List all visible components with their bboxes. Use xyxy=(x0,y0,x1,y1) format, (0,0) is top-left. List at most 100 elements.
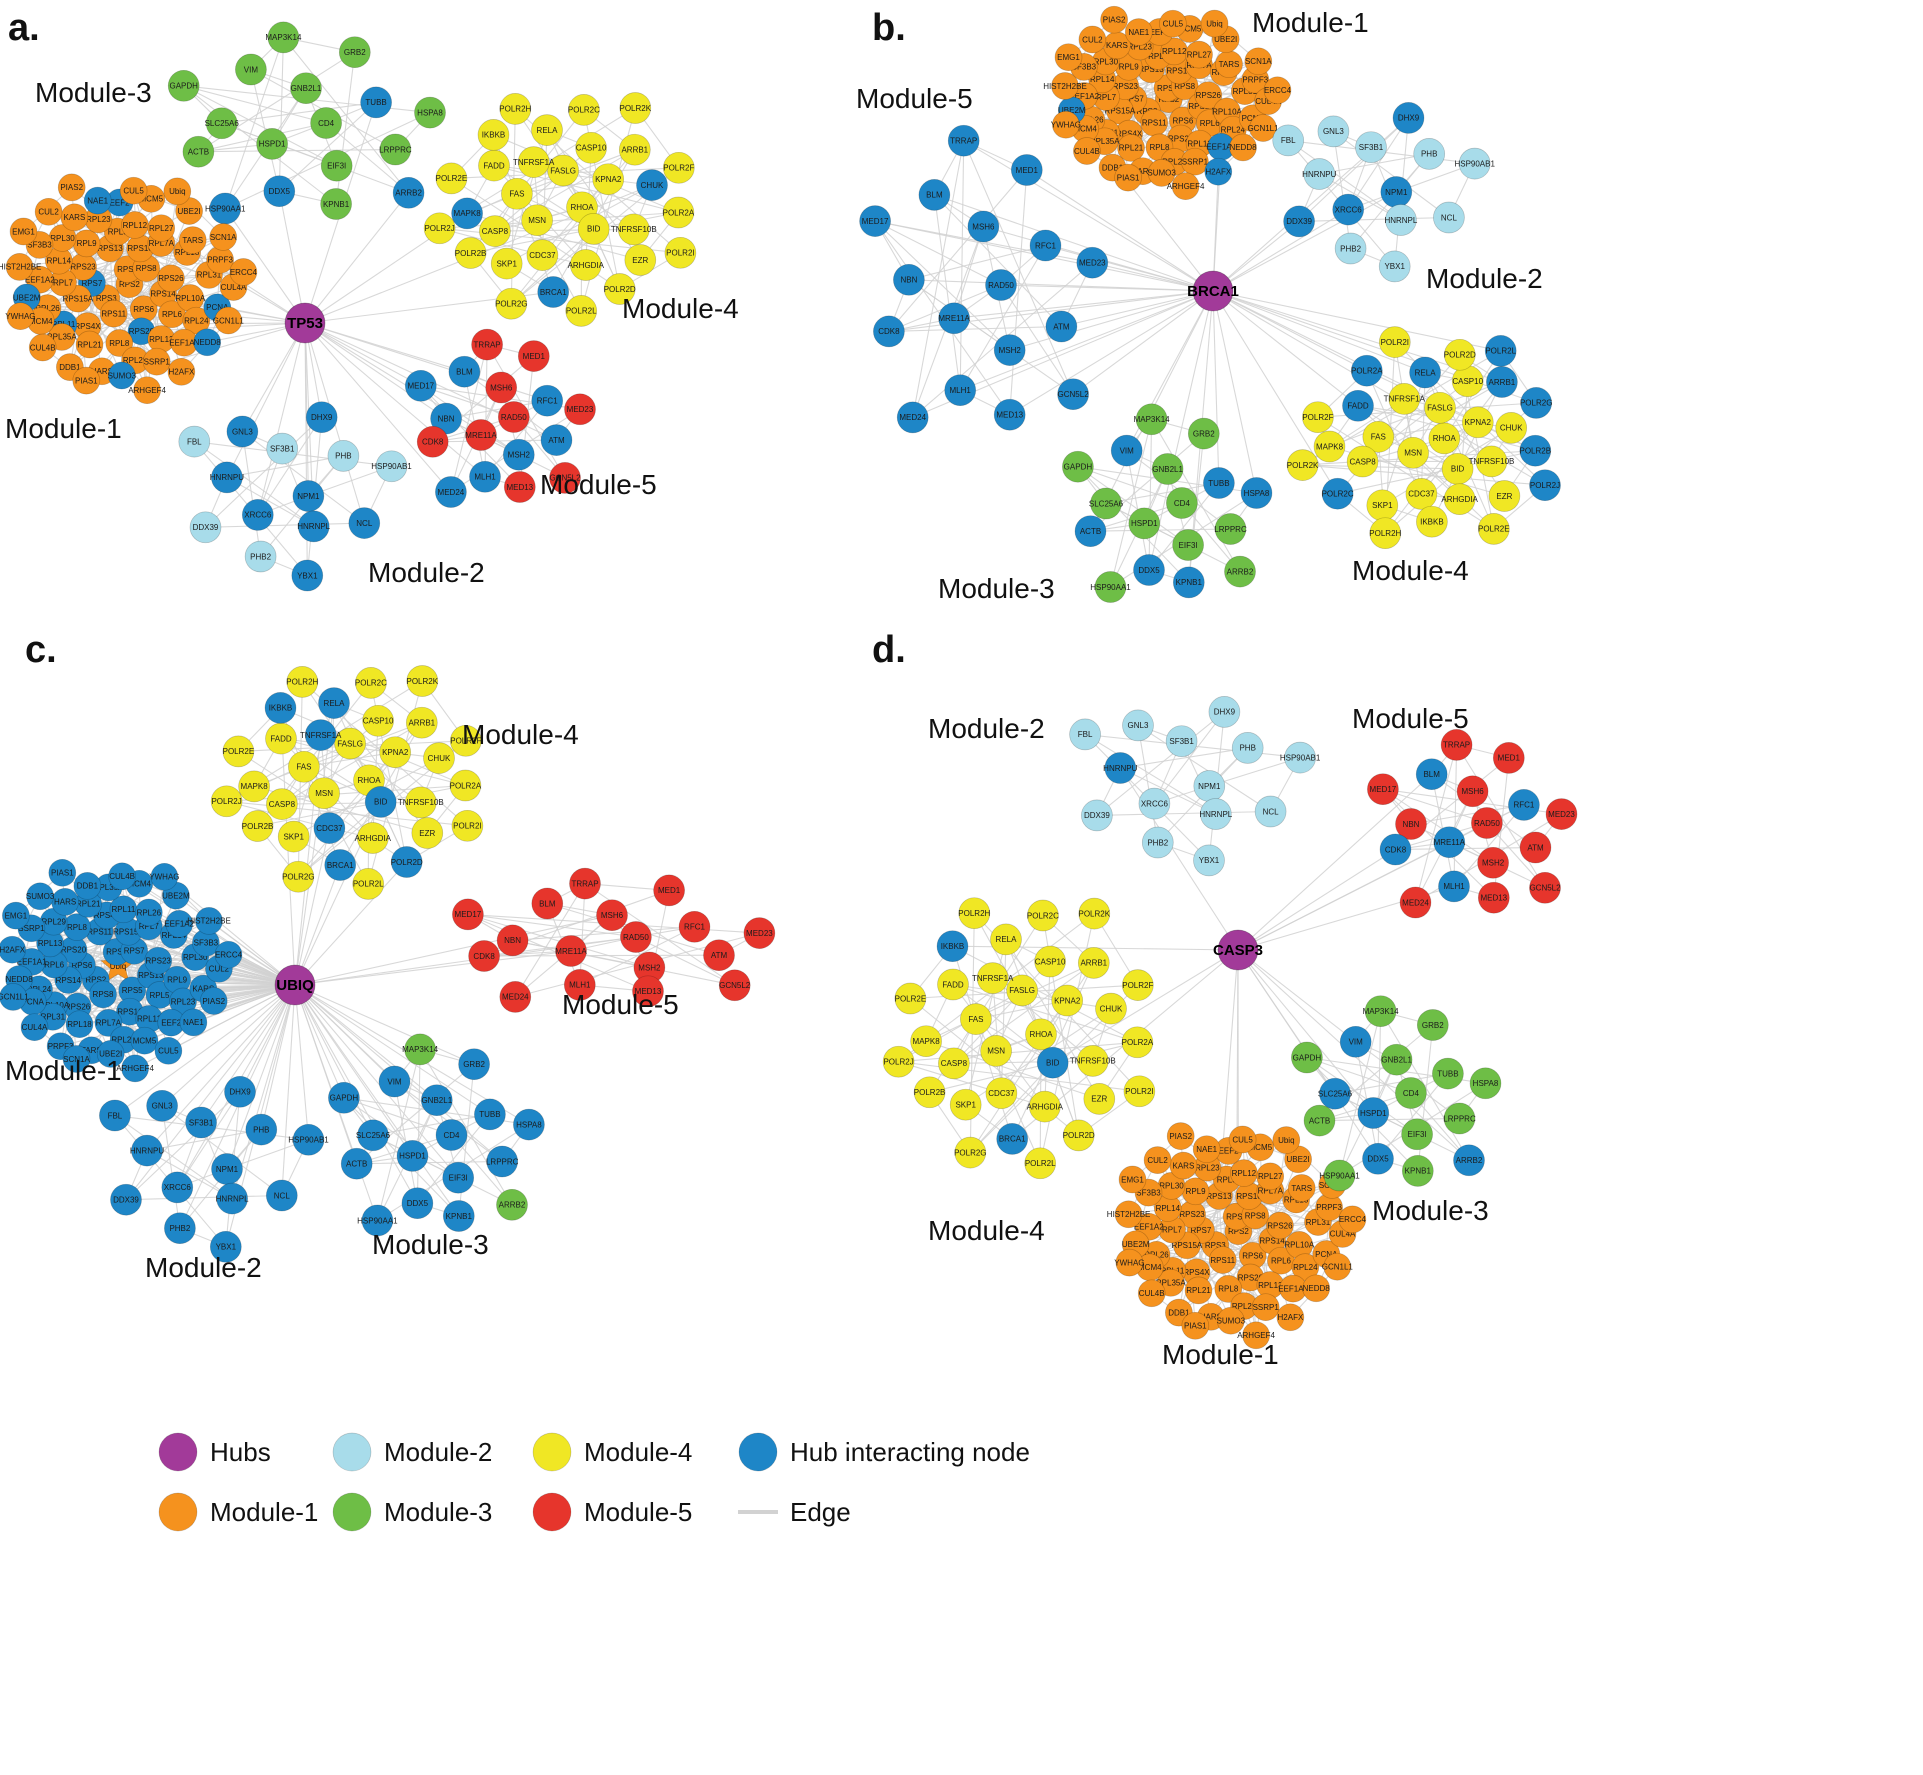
node-ARHGDIA[interactable] xyxy=(569,249,602,281)
node-POLR2C[interactable] xyxy=(355,667,387,699)
node-VIM[interactable] xyxy=(1110,434,1143,467)
node-MED13[interactable] xyxy=(1477,881,1510,914)
node-RPS23[interactable] xyxy=(144,946,173,975)
node-KPNA2[interactable] xyxy=(592,163,625,196)
node-ARHGEF4[interactable] xyxy=(1242,1321,1270,1350)
node-POLR2E[interactable] xyxy=(435,162,468,195)
node-PIAS1[interactable] xyxy=(72,366,101,395)
node-MAPK8[interactable] xyxy=(238,770,270,803)
node-GAPDH[interactable] xyxy=(328,1081,360,1114)
node-EZR[interactable] xyxy=(1083,1083,1116,1115)
node-EIF3I[interactable] xyxy=(442,1161,475,1194)
node-PIAS2[interactable] xyxy=(1100,5,1128,34)
node-XRCC6[interactable] xyxy=(161,1171,194,1204)
node-CDC37[interactable] xyxy=(985,1077,1018,1110)
node-NPM1[interactable] xyxy=(1380,176,1413,208)
node-POLR2K[interactable] xyxy=(406,665,439,697)
node-CUL2[interactable] xyxy=(1078,25,1107,54)
node-POLR2G[interactable] xyxy=(954,1136,987,1169)
node-YWHAG[interactable] xyxy=(6,302,35,331)
node-CUL2[interactable] xyxy=(1143,1146,1172,1174)
node-DDX39[interactable] xyxy=(110,1183,142,1216)
node-MRE11A[interactable] xyxy=(555,935,587,967)
node-PIAS2[interactable] xyxy=(1166,1122,1195,1150)
node-MRE11A[interactable] xyxy=(465,419,497,451)
node-GCN1L1[interactable] xyxy=(214,306,243,335)
node-ACTB[interactable] xyxy=(1303,1104,1336,1137)
node-RPS8[interactable] xyxy=(89,980,117,1009)
hub-UBIQ[interactable] xyxy=(274,964,316,1006)
node-RPL27[interactable] xyxy=(1256,1162,1285,1191)
node-MRE11A[interactable] xyxy=(1433,826,1466,859)
node-RAD50[interactable] xyxy=(497,401,530,433)
node-POLR2J[interactable] xyxy=(423,212,456,245)
node-HNRNPL[interactable] xyxy=(216,1182,248,1215)
node-Ubiq[interactable] xyxy=(163,177,192,206)
node-CUL2[interactable] xyxy=(34,197,63,226)
node-TUBB[interactable] xyxy=(1432,1057,1464,1090)
node-RPL12[interactable] xyxy=(1230,1159,1258,1187)
node-UBE2I[interactable] xyxy=(96,1040,125,1068)
node-FADD[interactable] xyxy=(937,968,969,1001)
node-DHX9[interactable] xyxy=(224,1075,256,1108)
node-SF3B1[interactable] xyxy=(266,432,299,465)
node-POLR2F[interactable] xyxy=(1302,401,1334,434)
node-RELA[interactable] xyxy=(531,114,563,146)
node-GRB2[interactable] xyxy=(1416,1009,1449,1041)
node-MED1[interactable] xyxy=(1492,742,1525,774)
node-DDX5[interactable] xyxy=(1362,1142,1394,1175)
node-ACTB[interactable] xyxy=(340,1147,373,1180)
node-POLR2B[interactable] xyxy=(241,810,274,842)
node-POLR2L[interactable] xyxy=(352,868,385,900)
node-HSP90AB1[interactable] xyxy=(1458,147,1491,180)
node-TNFRSF1A[interactable] xyxy=(976,962,1009,994)
node-RPL13[interactable] xyxy=(147,325,176,353)
node-TUBB[interactable] xyxy=(1203,467,1235,499)
node-SSRP1[interactable] xyxy=(1181,147,1209,176)
node-POLR2I[interactable] xyxy=(1378,326,1411,358)
node-FBL[interactable] xyxy=(99,1099,131,1132)
node-FBL[interactable] xyxy=(178,425,211,458)
node-NAE1[interactable] xyxy=(83,186,112,215)
node-MED24[interactable] xyxy=(896,401,929,434)
node-MSN[interactable] xyxy=(521,204,553,237)
node-HNRNPL[interactable] xyxy=(1199,798,1232,830)
node-FAS[interactable] xyxy=(1362,420,1395,453)
node-ARRB2[interactable] xyxy=(392,176,425,209)
node-HNRNPL[interactable] xyxy=(1385,204,1417,236)
node-TARS[interactable] xyxy=(178,226,207,254)
node-RELA[interactable] xyxy=(1409,356,1441,389)
hub-CASP3[interactable] xyxy=(1217,929,1259,971)
node-ERCC4[interactable] xyxy=(1263,76,1292,105)
node-VIM[interactable] xyxy=(235,53,267,86)
node-POLR2C[interactable] xyxy=(568,94,600,126)
node-POLR2A[interactable] xyxy=(449,769,482,802)
node-RELA[interactable] xyxy=(990,923,1022,956)
node-MAP3K14[interactable] xyxy=(1135,403,1168,436)
node-FBL[interactable] xyxy=(1069,718,1101,751)
node-ARRB1[interactable] xyxy=(1486,366,1518,398)
node-POLR2D[interactable] xyxy=(603,273,636,305)
node-GNB2L1[interactable] xyxy=(1380,1043,1413,1076)
node-SF3B1[interactable] xyxy=(1165,725,1198,758)
node-POLR2J[interactable] xyxy=(1529,469,1561,502)
node-HSPA8[interactable] xyxy=(414,96,446,129)
node-ERCC4[interactable] xyxy=(214,940,243,969)
node-MSH2[interactable] xyxy=(502,438,535,471)
node-PIAS2[interactable] xyxy=(57,173,86,202)
node-YWHAG[interactable] xyxy=(1115,1248,1144,1277)
node-YWHAG[interactable] xyxy=(1052,110,1080,139)
node-GCN1L1[interactable] xyxy=(1323,1252,1352,1281)
node-POLR2G[interactable] xyxy=(282,860,315,893)
node-TRRAP[interactable] xyxy=(569,867,601,900)
node-TNFRSF1A[interactable] xyxy=(304,719,337,751)
node-ARHGDIA[interactable] xyxy=(356,822,389,854)
node-ACTB[interactable] xyxy=(1074,515,1107,548)
node-HNRNPL[interactable] xyxy=(297,510,330,543)
node-POLR2E[interactable] xyxy=(222,735,255,768)
node-XRCC6[interactable] xyxy=(1138,787,1171,820)
node-PHB[interactable] xyxy=(327,440,360,472)
node-GCN5L2[interactable] xyxy=(1529,871,1561,904)
node-BLM[interactable] xyxy=(918,179,951,211)
node-FAS[interactable] xyxy=(501,177,533,210)
